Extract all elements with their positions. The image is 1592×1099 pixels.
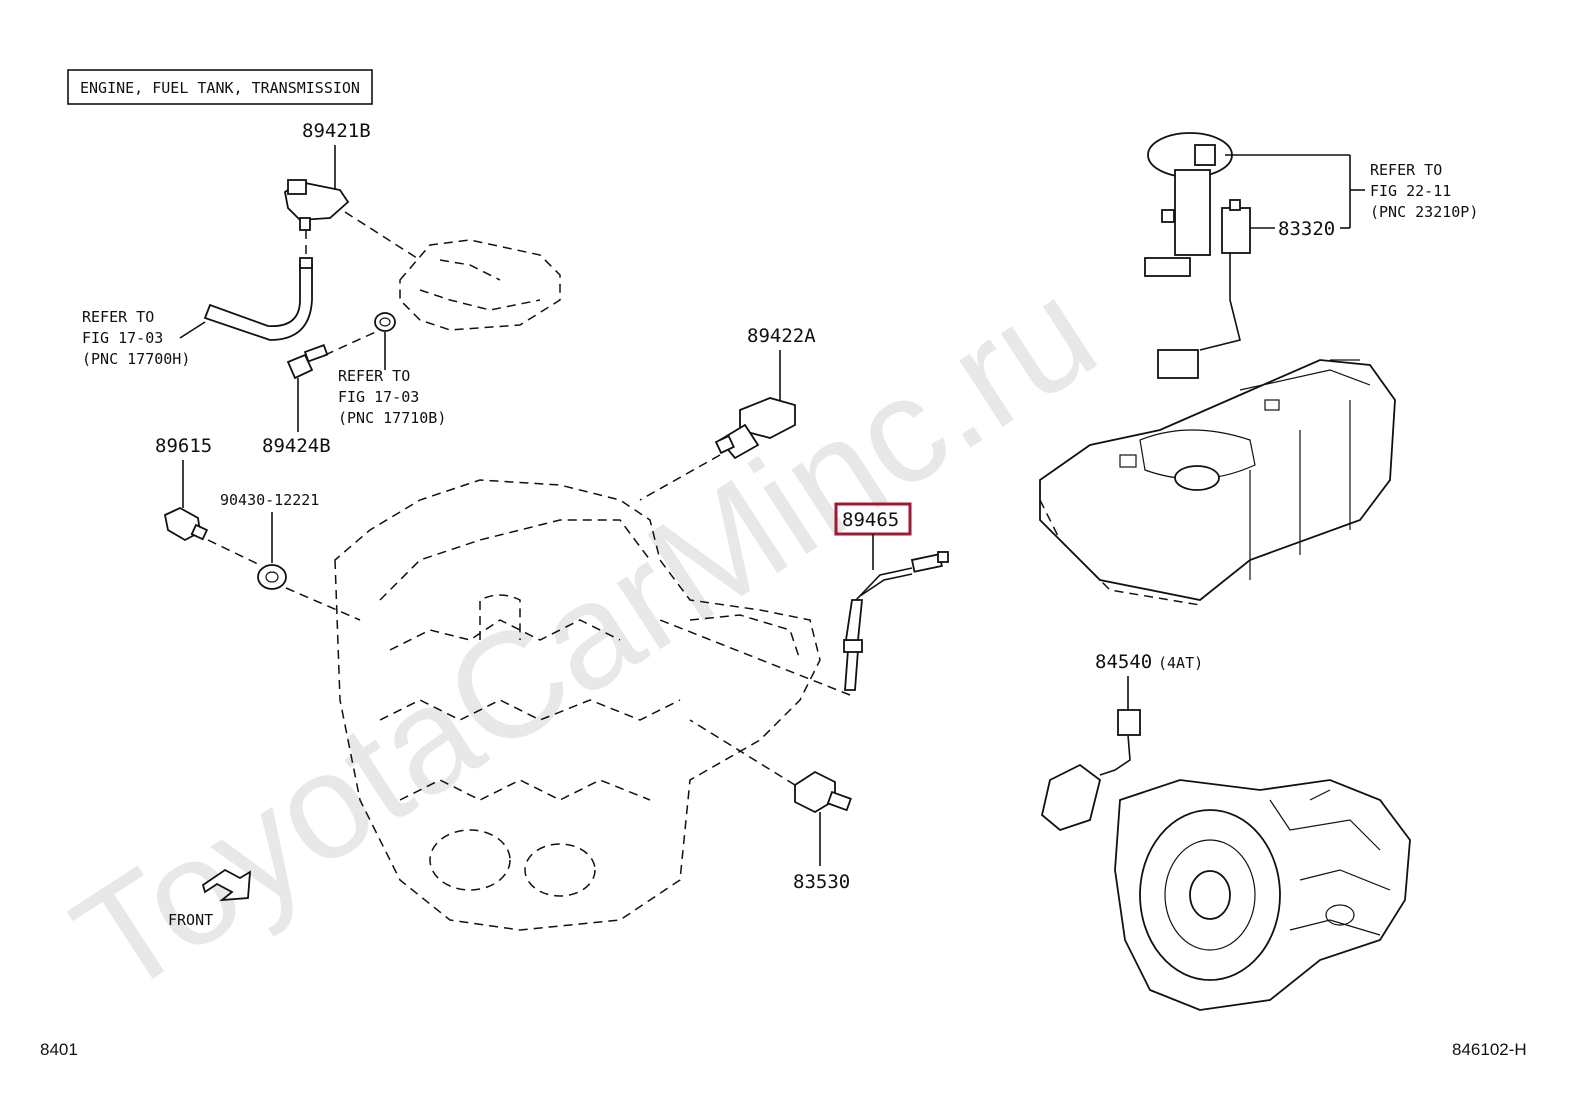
engine-outline [334,479,821,931]
svg-text:(PNC 23210P): (PNC 23210P) [1370,203,1478,221]
refer-note-1[interactable]: REFER TO FIG 17-03 (PNC 17700H) [82,308,190,368]
fuel-tank [1039,359,1396,606]
label-83320[interactable]: 83320 [1278,218,1335,240]
svg-text:REFER TO: REFER TO [338,367,410,385]
svg-text:(PNC 17710B): (PNC 17710B) [338,409,446,427]
svg-text:FIG 17-03: FIG 17-03 [82,329,163,347]
front-arrow-icon [201,868,252,902]
footer-left-code: 8401 [40,1040,78,1059]
part-83530-switch[interactable] [794,770,852,814]
svg-text:REFER TO: REFER TO [1370,161,1442,179]
grommet [374,312,396,332]
label-89422A[interactable]: 89422A [747,325,816,347]
part-89424B-sensor[interactable] [286,344,329,380]
section-title: ENGINE, FUEL TANK, TRANSMISSION [80,79,360,97]
oil-pan-outline [399,239,561,331]
svg-text:FIG 17-03: FIG 17-03 [338,388,419,406]
part-89422A-switch[interactable] [714,397,796,460]
section-title-box: ENGINE, FUEL TANK, TRANSMISSION [67,69,373,105]
part-84540-switch[interactable] [1040,709,1141,832]
footer-right-code: 846102-H [1452,1040,1527,1059]
fuel-pump-assembly [1144,132,1233,277]
label-89465[interactable]: 89465 [842,509,899,531]
label-84540[interactable]: 84540 [1095,651,1152,673]
refer-note-2[interactable]: REFER TO FIG 17-03 (PNC 17710B) [338,367,446,427]
label-83530[interactable]: 83530 [793,871,850,893]
transmission [1114,779,1411,1011]
part-89465-oxygen-sensor[interactable] [843,551,949,691]
label-90430-12221[interactable]: 90430-12221 [220,491,319,509]
label-89615[interactable]: 89615 [155,435,212,457]
label-89421B[interactable]: 89421B [302,120,371,142]
part-83320-gauge[interactable] [1157,199,1251,379]
part-89615-sensor[interactable] [163,506,209,542]
svg-text:(PNC 17700H): (PNC 17700H) [82,350,190,368]
vacuum-hose [203,257,313,341]
svg-text:REFER TO: REFER TO [82,308,154,326]
refer-note-3[interactable]: REFER TO FIG 22-11 (PNC 23210P) [1370,161,1478,221]
label-89424B[interactable]: 89424B [262,435,331,457]
part-89421B-sensor[interactable] [284,179,350,231]
front-label: FRONT [168,911,213,929]
label-84540-note: (4AT) [1158,654,1203,672]
watermark-text: ToyotaCarMinc.ru [46,246,1123,1027]
part-90430-12221-gasket[interactable] [257,564,287,590]
svg-text:FIG 22-11: FIG 22-11 [1370,182,1451,200]
